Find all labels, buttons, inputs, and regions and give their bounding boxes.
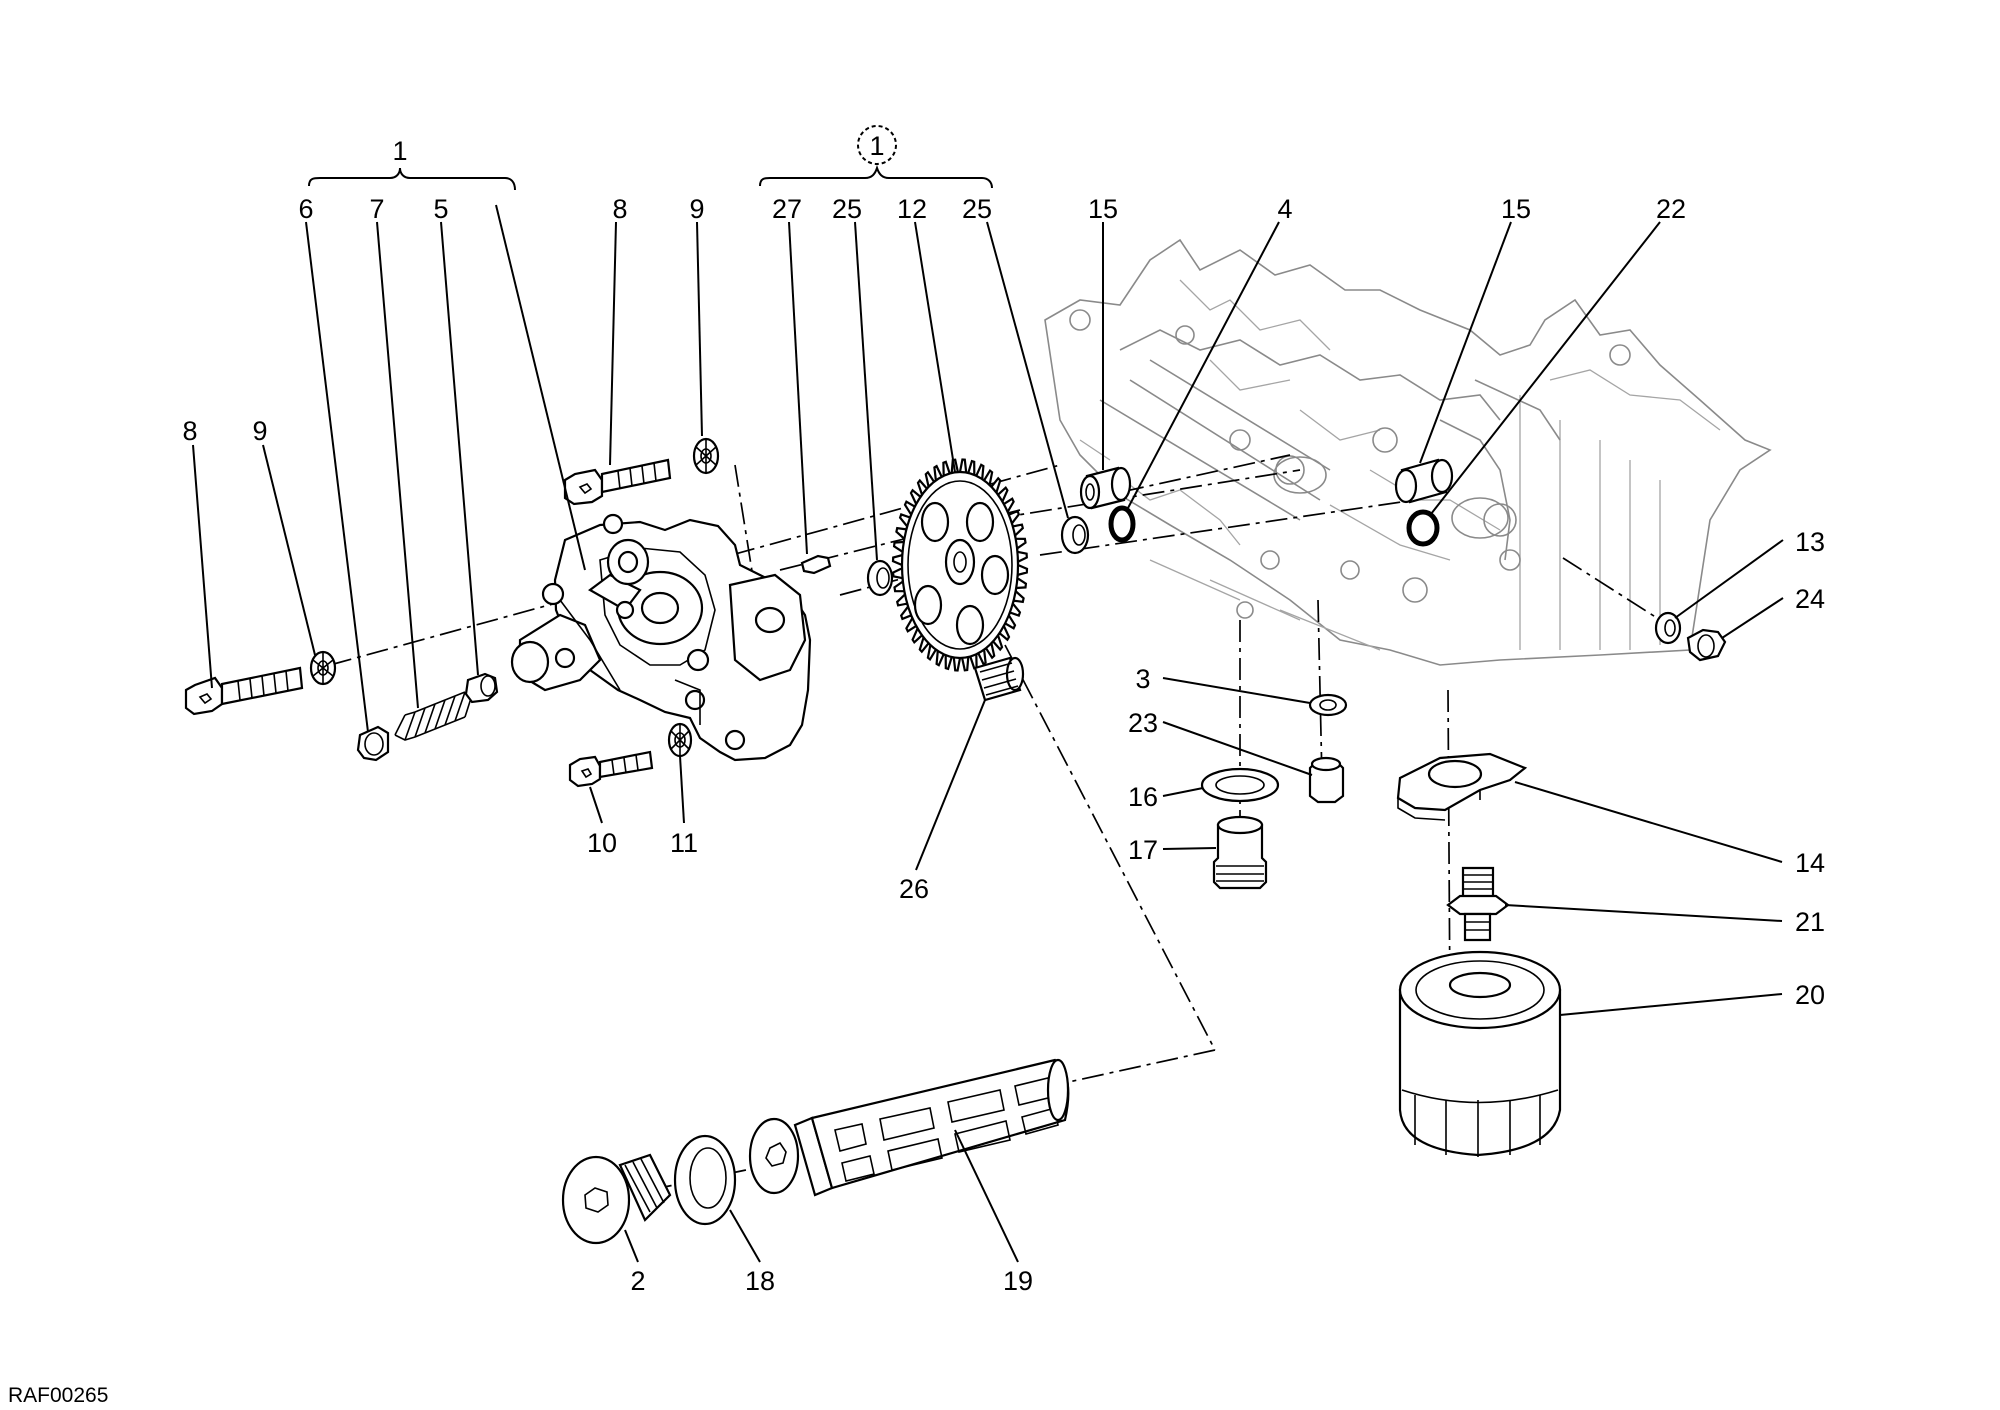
callout-27: 27 (772, 194, 802, 224)
callout-4: 4 (1277, 194, 1292, 224)
callout-19: 19 (1003, 1266, 1033, 1296)
plug-23 (1308, 756, 1345, 804)
bolt-8-left (184, 666, 304, 716)
o-ring-22 (1406, 509, 1440, 547)
callout-21: 21 (1795, 907, 1825, 937)
callout-26: 26 (899, 874, 929, 904)
callout-12: 12 (897, 194, 927, 224)
nipple-21 (1446, 866, 1510, 942)
plug-2 (561, 1153, 672, 1245)
washer-16 (1200, 767, 1280, 803)
callout-16: 16 (1128, 782, 1158, 812)
washer-9-upper (692, 437, 720, 475)
callout-labels: 1 1 6 7 5 8 9 27 25 12 25 15 4 15 22 8 9… (182, 131, 1825, 1296)
callout-15-right: 15 (1501, 194, 1531, 224)
callout-9-upper: 9 (689, 194, 704, 224)
bushing-26 (973, 656, 1025, 702)
key-27 (800, 554, 832, 575)
circled-marker (857, 125, 897, 165)
bushing-15-left (1079, 466, 1132, 510)
washer-9-left (309, 650, 337, 686)
oil-pump-body (510, 513, 812, 762)
callout-13: 13 (1795, 527, 1825, 557)
group-label-1: 1 (392, 136, 407, 166)
gear-12 (891, 458, 1029, 672)
callout-20: 20 (1795, 980, 1825, 1010)
washer-3 (1308, 693, 1348, 717)
callout-8-upper: 8 (612, 194, 627, 224)
callout-18: 18 (745, 1266, 775, 1296)
callout-17: 17 (1128, 835, 1158, 865)
callout-24: 24 (1795, 584, 1825, 614)
filter-screen-19 (748, 1058, 1070, 1197)
callout-25-right: 25 (962, 194, 992, 224)
washer-13 (1654, 611, 1682, 645)
callout-11: 11 (670, 828, 698, 858)
circled-label-1: 1 (869, 131, 884, 161)
plug-17 (1212, 815, 1268, 890)
plug-6 (356, 725, 390, 762)
bushing-15-right (1394, 458, 1454, 504)
washer-25-left (866, 559, 894, 597)
callout-5: 5 (433, 194, 448, 224)
crankcase-outline (1044, 238, 1772, 666)
oil-filter-20 (1398, 950, 1562, 1157)
washer-11 (667, 722, 693, 758)
callout-23: 23 (1128, 708, 1158, 738)
o-ring-4 (1108, 505, 1136, 543)
bolt-8-upper (563, 458, 672, 506)
callout-2: 2 (630, 1266, 645, 1296)
spacer-14 (1396, 752, 1528, 821)
callout-8-left: 8 (182, 416, 197, 446)
bolt-10 (568, 750, 654, 788)
washer-18 (673, 1134, 737, 1226)
callout-15-left: 15 (1088, 194, 1118, 224)
callout-6: 6 (298, 194, 313, 224)
callout-3: 3 (1135, 664, 1150, 694)
leader-lines (192, 164, 1784, 1263)
plug-24 (1686, 628, 1727, 662)
callout-14: 14 (1795, 848, 1825, 878)
drawing-code: RAF00265 (8, 1384, 108, 1407)
callout-25-left: 25 (832, 194, 862, 224)
callout-7: 7 (369, 194, 384, 224)
callout-10: 10 (587, 828, 617, 858)
spring-7 (394, 691, 473, 741)
piston-5 (464, 672, 499, 704)
washer-25-right (1060, 515, 1090, 555)
callout-22: 22 (1656, 194, 1686, 224)
callout-9-left: 9 (252, 416, 267, 446)
